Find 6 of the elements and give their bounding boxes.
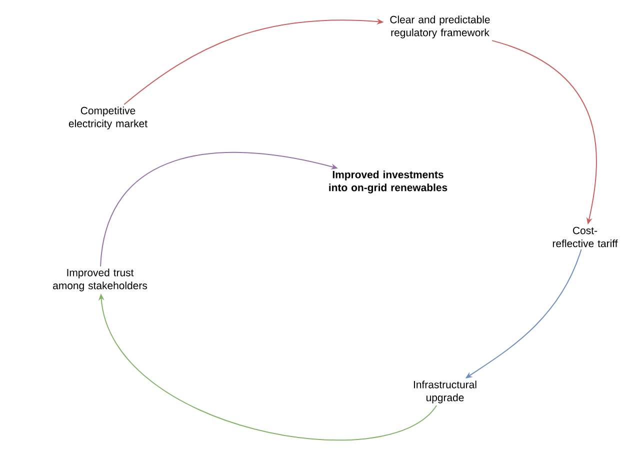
label-text: Infrastructural upgrade <box>414 380 476 404</box>
heading-text: Improved investments into on-grid renewables <box>329 170 448 194</box>
label-text: Clear and predictable regulatory framework <box>390 16 490 38</box>
label-text: Improved trust among stakeholders <box>53 268 147 292</box>
label-text: Competitive electricity market <box>68 106 148 130</box>
label-text: Cost-reflective tariff <box>552 226 618 248</box>
